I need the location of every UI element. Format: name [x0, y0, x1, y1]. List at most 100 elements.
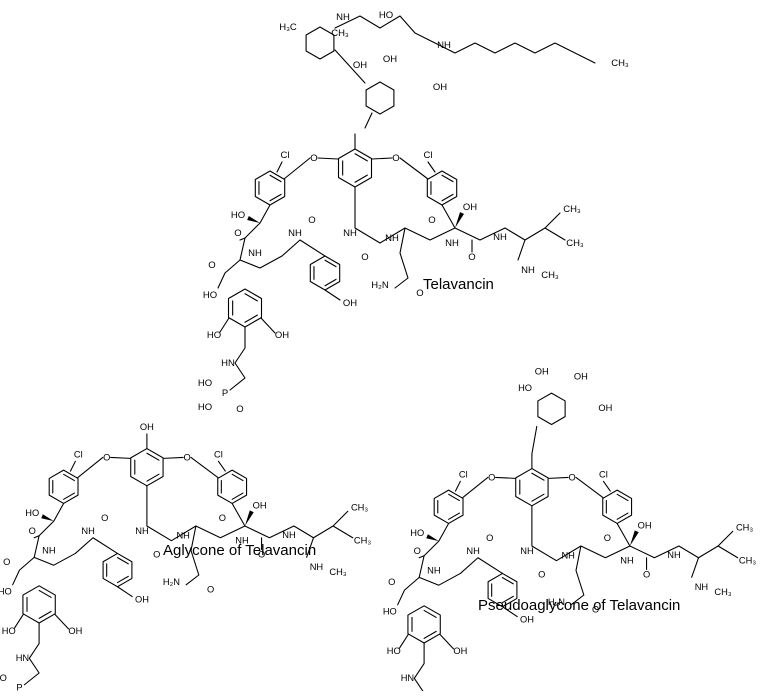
atom-ho-phenol: HO: [2, 626, 16, 636]
ring-biaryl-upper: [102, 552, 133, 588]
atom-o-left: O: [310, 153, 317, 164]
atom-nh-2: NH: [81, 526, 94, 536]
bond-leucine-methyl: [332, 510, 349, 527]
atom-nh-6: NH: [493, 232, 507, 243]
atom-nh-3: NH: [343, 228, 357, 239]
atom-ch3-methyl: CH₃: [714, 587, 731, 597]
ether-bond: [110, 456, 131, 459]
atom-cl-right: Cl: [424, 150, 433, 161]
atom-nh-2: NH: [466, 546, 479, 556]
bond-leucine-methyl: [717, 530, 734, 547]
atom-h2n: H₂N: [371, 280, 389, 291]
atom-o-amide-2: O: [308, 215, 315, 226]
aromatic-bond: [531, 472, 545, 481]
atom-nh-3: NH: [520, 546, 533, 556]
atom-ho-acid: HO: [383, 607, 397, 617]
ether-bond: [283, 157, 311, 180]
aromatic-bond: [448, 512, 460, 520]
asparagine-chain: [394, 227, 409, 289]
bond-nme: [691, 557, 700, 578]
atom-ho-phenol: HO: [207, 330, 221, 341]
aromatic-bond: [63, 492, 75, 500]
atom-sugar-tela-4: OH: [383, 54, 397, 65]
ether-bond: [548, 476, 569, 479]
atom-sugar-tela-6: CH₃: [331, 28, 349, 39]
atom-h2n: H₂N: [548, 597, 565, 607]
atom-ho-benzylic: HO: [410, 528, 424, 538]
glycosidic-bond: [334, 49, 366, 84]
atom-o-amide-1: O: [29, 526, 36, 536]
backbone-left: [239, 204, 326, 269]
aromatic-bond: [116, 575, 129, 584]
ring-chlorophenyl-left: [48, 469, 79, 504]
atom-ho-phos-1: HO: [198, 378, 212, 389]
ring-vancosamine: [305, 26, 335, 60]
asparagine-chain: [185, 525, 200, 586]
ring-central-aryl: [130, 448, 164, 487]
atom-ch3-methyl: CH₃: [329, 567, 346, 577]
bond-nme: [517, 239, 526, 261]
bond-cl: [69, 460, 76, 472]
atom-o-amide-4: O: [604, 533, 611, 543]
atom-nh-1: NH: [248, 248, 262, 259]
atom-o-right: O: [392, 153, 399, 164]
atom-o-asn: O: [416, 288, 423, 299]
atom-cl-left: Cl: [281, 150, 290, 161]
aromatic-bond: [38, 589, 52, 598]
atom-ch3-leucine-top: CH₃: [351, 502, 368, 512]
atom-ch3-leucine-bottom: CH₃: [566, 238, 584, 249]
aromatic-bond: [38, 610, 52, 619]
bond-oh: [399, 633, 409, 649]
atom-cl-right: Cl: [599, 469, 608, 479]
atom-ch3-leucine-top: CH₃: [736, 522, 753, 532]
bond-cl: [217, 460, 226, 472]
atom-oh-benzylic: OH: [463, 202, 477, 213]
atom-o-left: O: [103, 452, 110, 462]
aromatic-bond: [354, 153, 368, 162]
atom-o-amide-2: O: [486, 533, 493, 543]
bond-oh: [14, 613, 24, 629]
ring-biaryl-lower: [227, 288, 263, 328]
atom-nh-4: NH: [176, 531, 189, 541]
aromatic-bond: [146, 473, 160, 482]
atom-ho-acid: HO: [0, 587, 12, 597]
aromatic-bond: [441, 193, 454, 202]
atom-o-right: O: [183, 452, 190, 462]
atom-ch3-leucine-bottom: CH₃: [739, 556, 756, 566]
ring-chlorophenyl-right: [602, 489, 633, 524]
bond-oh: [116, 586, 133, 598]
ether-bond: [190, 456, 219, 479]
ether-bond: [317, 157, 339, 160]
ether-bond: [76, 456, 104, 479]
bond-oh: [219, 317, 230, 333]
bond-oh: [54, 613, 70, 630]
caption-aglycone: Aglycone of Telavancin: [163, 542, 317, 559]
atom-nh-6: NH: [667, 550, 680, 560]
aromatic-bond: [244, 314, 258, 323]
bond-oh: [324, 289, 341, 301]
caption-pseudoaglycone: Pseudoaglycone of Telavancin: [478, 597, 681, 614]
aromatic-bond: [269, 193, 282, 202]
aromatic-bond: [116, 557, 129, 565]
aromatic-bond: [501, 595, 514, 604]
atom-o-amide-1: O: [414, 546, 421, 556]
atom-sugar-pseudo-1: OH: [535, 367, 549, 377]
atom-o-amide-4: O: [428, 215, 435, 226]
aromatic-bond: [231, 492, 244, 500]
atom-o-right: O: [568, 472, 575, 482]
atom-o-asn: O: [207, 585, 214, 595]
ring-chlorophenyl-left: [254, 170, 286, 206]
aromatic-bond: [448, 493, 460, 502]
backbone-right: [146, 485, 246, 542]
atom-nh-2: NH: [288, 228, 302, 239]
ether-bond: [461, 476, 489, 499]
atom-hn: HN: [401, 673, 414, 683]
atom-nh-6: NH: [282, 530, 295, 540]
ring-biaryl-lower: [407, 605, 441, 644]
caption-telavancin: Telavancin: [423, 276, 494, 293]
backbone-right: [531, 505, 631, 562]
wedge-ho: [247, 215, 260, 223]
